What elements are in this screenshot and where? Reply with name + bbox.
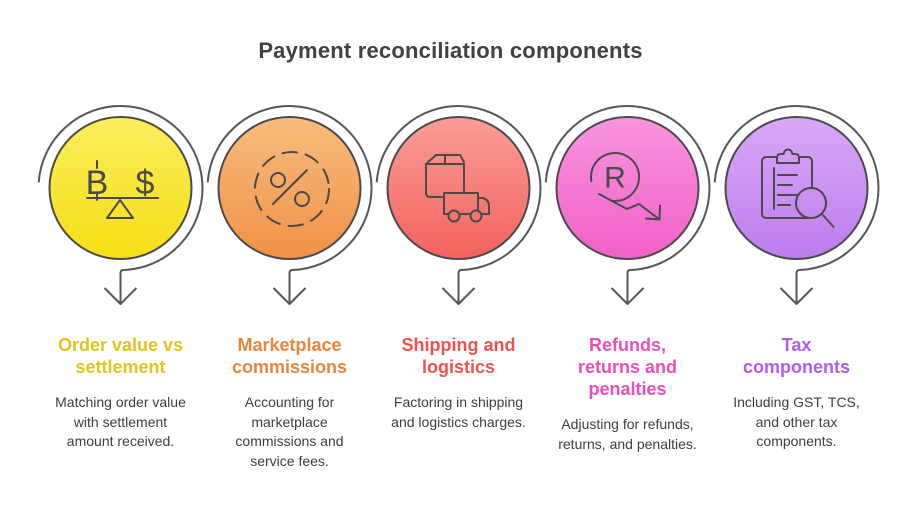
component-column-commissions: Marketplace commissions Accounting for m… xyxy=(205,83,374,471)
component-description: Matching order value with settlement amo… xyxy=(55,394,186,449)
arrowhead-icon xyxy=(779,287,814,305)
component-description: Adjusting for refunds, returns, and pena… xyxy=(558,416,697,452)
clipboard-search-icon xyxy=(761,148,835,228)
component-column-tax: Tax components Including GST, TCS, and o… xyxy=(712,83,881,471)
spiral-down-arrow xyxy=(544,105,711,304)
page-title: Payment reconciliation components xyxy=(258,38,643,63)
magnifier-icon xyxy=(795,187,827,219)
arrowhead-icon xyxy=(441,287,476,305)
balance-scale-icon: B $ xyxy=(86,160,159,219)
spiral-down-arrow xyxy=(375,105,542,304)
components-row: B $ Order value vs settlement Matching o… xyxy=(36,83,881,471)
component-heading: Marketplace commissions xyxy=(231,335,348,377)
unit-graphic-refunds: R xyxy=(544,105,711,305)
component-description: Factoring in shipping and logistics char… xyxy=(391,394,526,430)
colored-circle xyxy=(555,116,700,260)
component-column-order-value: B $ Order value vs settlement Matching o… xyxy=(36,83,205,471)
component-heading: Shipping and logistics xyxy=(401,335,516,377)
colored-circle xyxy=(724,116,869,260)
unit-graphic-tax xyxy=(713,105,880,305)
arrowhead-icon xyxy=(103,287,138,305)
component-column-shipping: Shipping and logistics Factoring in ship… xyxy=(374,83,543,471)
package-box-icon xyxy=(425,154,465,198)
refund-arrow-icon: R xyxy=(590,152,661,221)
spiral-down-arrow xyxy=(713,105,880,304)
unit-graphic-shipping xyxy=(375,105,542,305)
spiral-down-arrow xyxy=(206,105,373,304)
component-column-refunds: R Refunds, returns and penalties Adjusti… xyxy=(543,83,712,471)
spiral-down-arrow xyxy=(37,105,204,304)
refund-glyph: R xyxy=(604,162,626,195)
component-description: Including GST, TCS, and other tax compon… xyxy=(733,394,860,449)
component-heading: Refunds, returns and penalties xyxy=(577,335,678,399)
component-heading: Tax components xyxy=(742,335,850,377)
shipping-truck-icon xyxy=(425,154,490,223)
colored-circle xyxy=(48,116,193,260)
component-description: Accounting for marketplace commissions a… xyxy=(235,394,344,469)
colored-circle xyxy=(386,116,531,260)
currency-glyph-left: B xyxy=(86,164,109,202)
arrowhead-icon xyxy=(272,287,307,305)
unit-graphic-order-value: B $ xyxy=(37,105,204,305)
arrowhead-icon xyxy=(610,287,645,305)
currency-glyph-right: $ xyxy=(136,164,155,202)
percent-icon xyxy=(254,151,330,227)
unit-graphic-commissions xyxy=(206,105,373,305)
component-heading: Order value vs settlement xyxy=(57,335,184,377)
